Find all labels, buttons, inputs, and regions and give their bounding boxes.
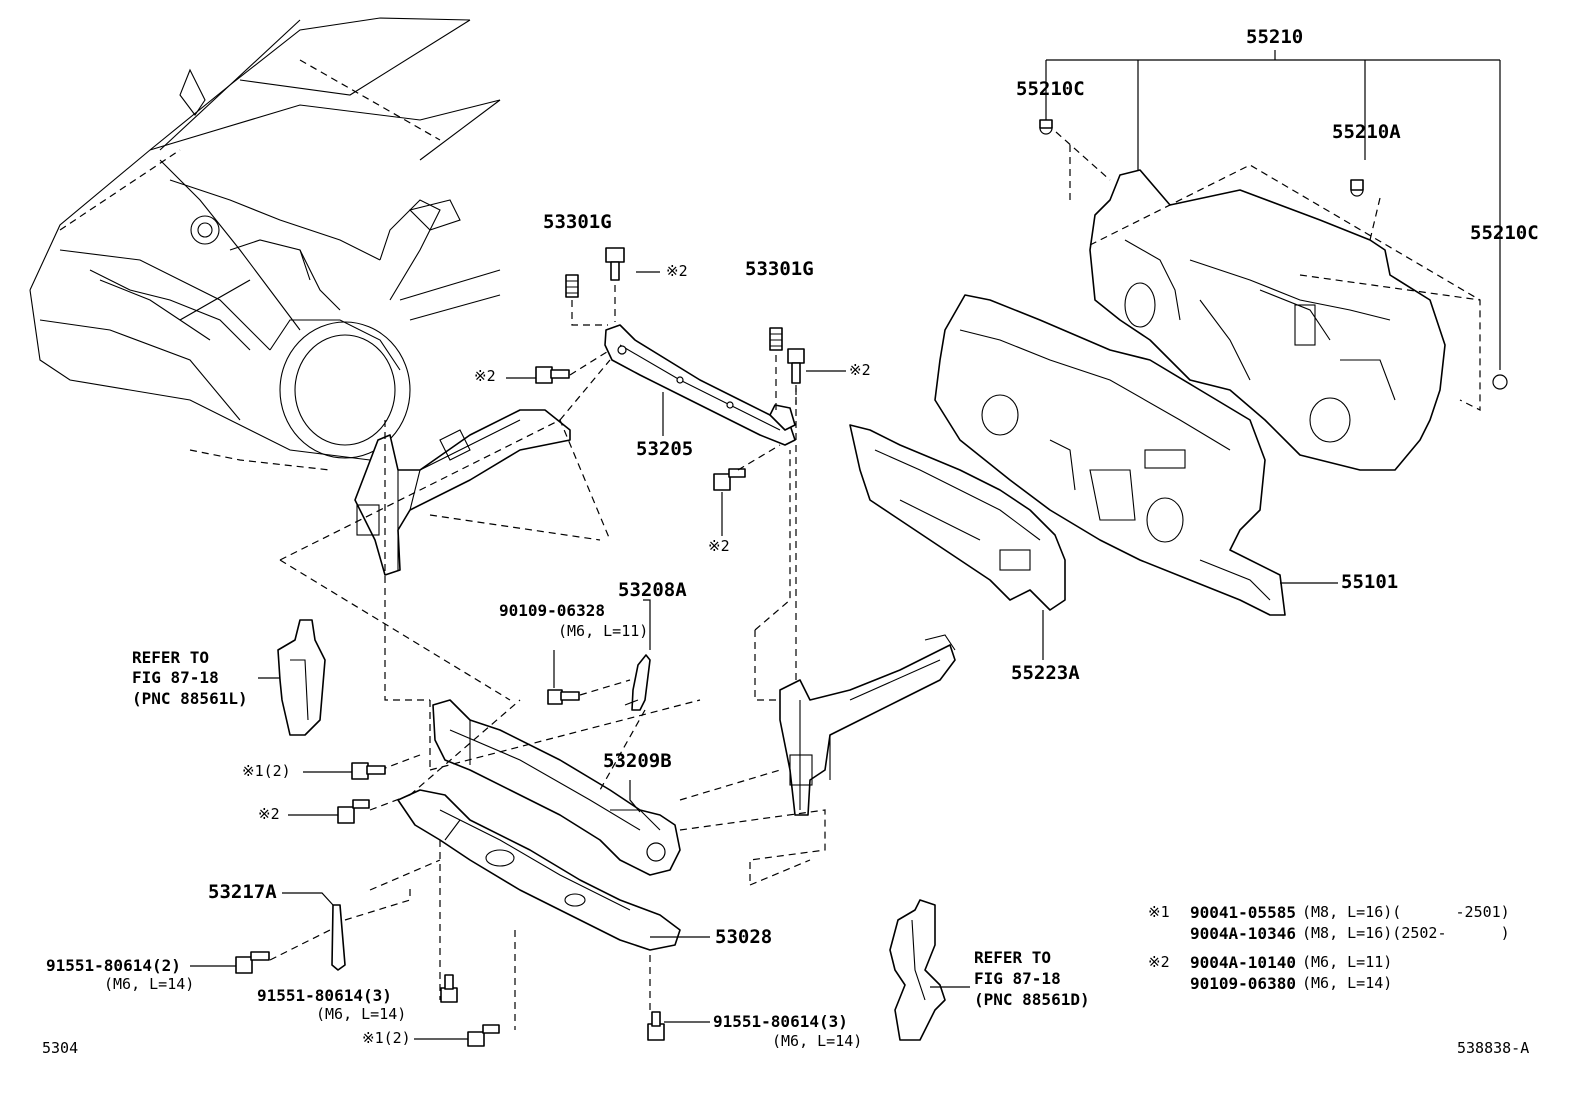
label-53208A: 53208A: [618, 579, 687, 601]
clip-55210C-left: [1039, 119, 1053, 135]
footnote-part: 9004A-10140: [1190, 953, 1296, 972]
label-refer-left-1: REFER TO: [132, 648, 210, 667]
bolt-star2-top: [605, 247, 625, 281]
dash-silencer-55210: [1089, 169, 1446, 471]
footnote-part: 90109-06380: [1190, 974, 1296, 993]
bolt-91551-center: [440, 974, 458, 1003]
label-star2-top: ※2: [666, 262, 688, 280]
label-90109-06328: 90109-06328: [499, 601, 605, 620]
bracket-53208A: [624, 654, 651, 711]
label-55210C-left: 55210C: [1016, 78, 1085, 100]
footnote-row: ※2 9004A-10140 (M6, L=11): [1148, 953, 1392, 1050]
figure-code: 5304: [42, 1039, 79, 1057]
label-refer-left-3: (PNC 88561L): [132, 689, 248, 708]
label-55210: 55210: [1246, 26, 1304, 48]
footnote-spec: (M6, L=14): [1302, 974, 1393, 992]
insulator-55223A: [849, 424, 1066, 611]
label-53217A: 53217A: [208, 881, 277, 903]
footnote-row: 9004A-10346 (M8, L=16)(2502- ): [1148, 926, 1510, 1021]
label-star2-mid: ※2: [708, 537, 730, 555]
bolt-star2-lower: [337, 799, 370, 824]
bolt-star2-mid: [713, 468, 746, 491]
label-91551-3-right: 91551-80614(3): [713, 1012, 848, 1031]
label-star1-lower: ※1(2): [362, 1029, 411, 1047]
shroud-88561L: [277, 619, 326, 736]
left-side-member: [354, 409, 571, 576]
footnote-row: 90109-06380 (M6, L=14): [1148, 976, 1392, 1071]
label-refer-right-1: REFER TO: [974, 948, 1052, 967]
label-star1-upper: ※1(2): [242, 762, 291, 780]
label-53301G-right: 53301G: [745, 258, 814, 280]
label-53028: 53028: [715, 926, 773, 948]
right-side-member: [779, 634, 956, 816]
label-53205: 53205: [636, 438, 694, 460]
label-55101: 55101: [1341, 571, 1399, 593]
vehicle-illustration: [29, 17, 501, 461]
label-star2-left: ※2: [474, 367, 496, 385]
bolt-star2-right: [787, 348, 805, 384]
label-53209B: 53209B: [603, 750, 672, 772]
footnote-spec: (M6, L=11): [1302, 953, 1393, 971]
illustration-code: 538838-A: [1457, 1039, 1530, 1057]
footnote-mark: ※2: [1148, 953, 1170, 971]
label-91551-3-center: 91551-80614(3): [257, 986, 392, 1005]
footnote-row: ※1 90041-05585 (M8, L=16)( -2501): [1148, 903, 1510, 1000]
bolt-91551-left: [235, 951, 270, 974]
bolt-53301G-right: [769, 327, 783, 351]
label-refer-left-2: FIG 87-18: [132, 668, 219, 687]
bolt-53301G-left: [565, 274, 579, 298]
footnote-part: 90041-05585: [1190, 903, 1296, 922]
label-star2-lower: ※2: [258, 805, 280, 823]
bolt-star1-upper: [351, 762, 386, 780]
footnote-part: 9004A-10346: [1190, 924, 1296, 943]
label-refer-right-3: (PNC 88561D): [974, 990, 1090, 1009]
label-55210A: 55210A: [1332, 121, 1401, 143]
clip-55210C-right: [1492, 374, 1508, 390]
bolt-90109-06328: [547, 689, 580, 705]
label-55210C-right: 55210C: [1470, 222, 1539, 244]
label-55223A: 55223A: [1011, 662, 1080, 684]
label-91551-3-right-spec: (M6, L=14): [772, 1032, 863, 1050]
brace-53205: [604, 324, 796, 446]
label-refer-right-2: FIG 87-18: [974, 969, 1061, 988]
label-star2-right: ※2: [849, 361, 871, 379]
bracket-53217A: [331, 904, 346, 971]
label-91551-3-center-spec: (M6, L=14): [316, 1005, 407, 1023]
shroud-88561D: [889, 899, 946, 1041]
footnote-spec: (M8, L=16)(2502- ): [1302, 924, 1510, 942]
footnote-mark: ※1: [1148, 903, 1170, 921]
label-90109-06328-spec: (M6, L=11): [558, 622, 649, 640]
label-53301G-left: 53301G: [543, 211, 612, 233]
label-91551-2-spec: (M6, L=14): [104, 975, 195, 993]
crossmember-53209B: [432, 699, 681, 876]
dash-panel-55101: [934, 294, 1286, 616]
clip-55210A: [1350, 179, 1364, 197]
bolt-star2-left: [535, 366, 570, 384]
bolt-star1-lower: [467, 1024, 500, 1047]
label-91551-2: 91551-80614(2): [46, 956, 181, 975]
bolt-91551-right: [647, 1011, 665, 1041]
footnote-spec: (M8, L=16)( -2501): [1302, 903, 1510, 921]
